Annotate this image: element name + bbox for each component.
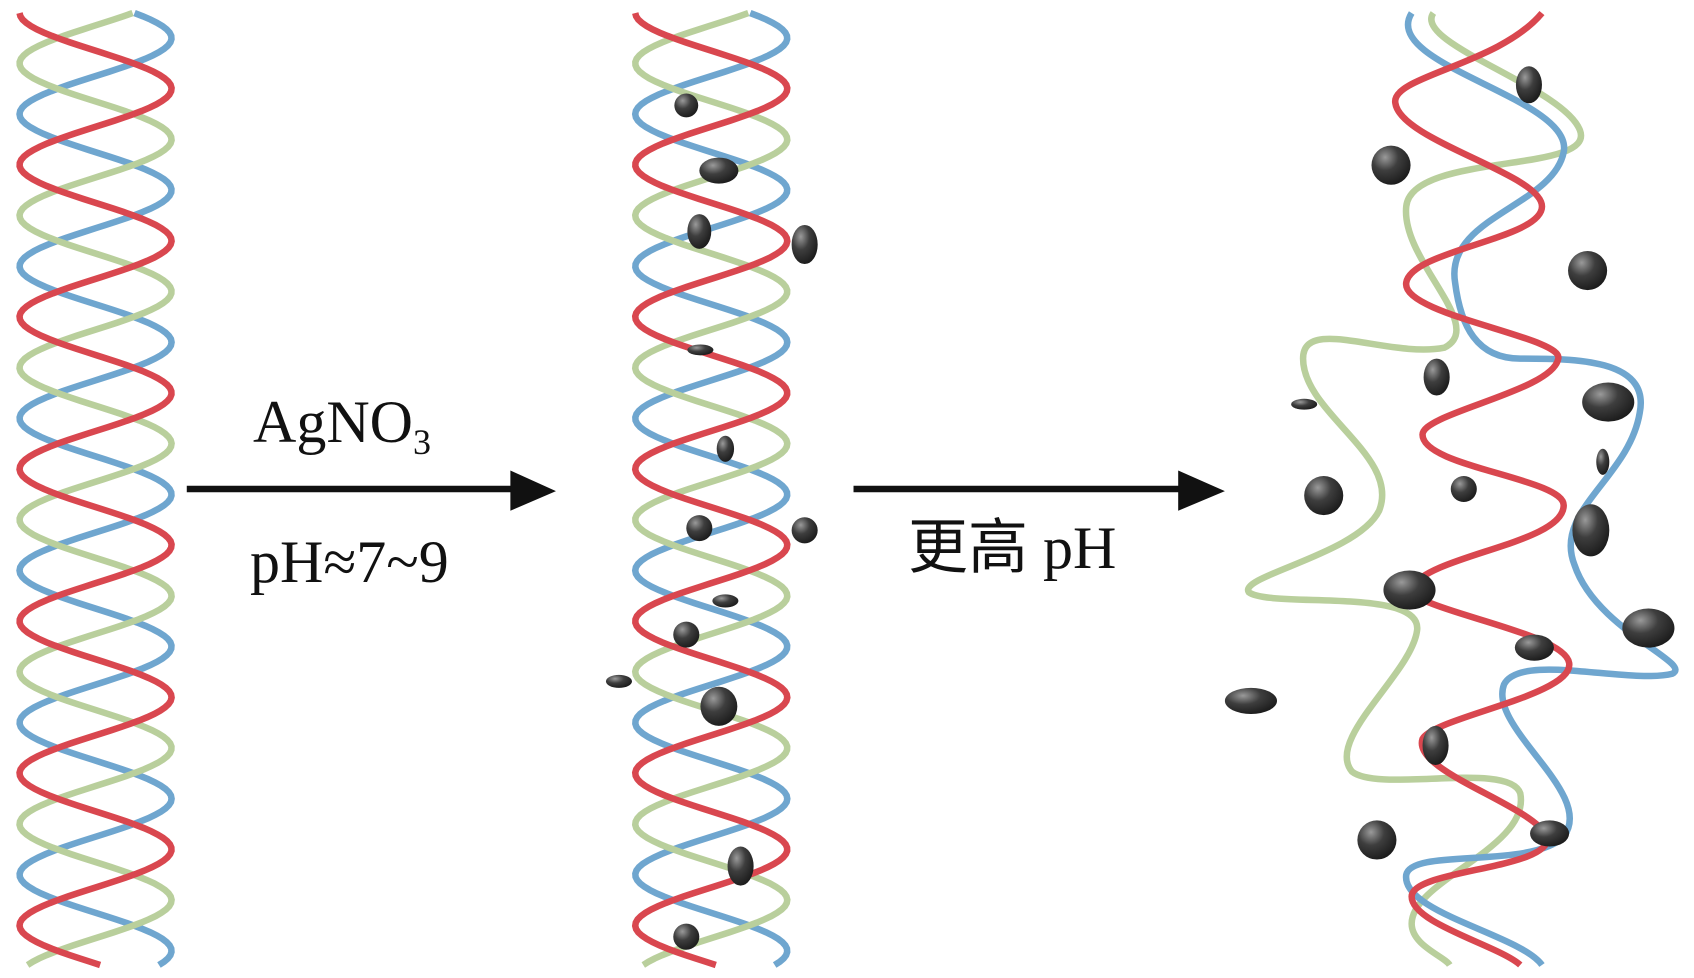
silver-particle: [791, 517, 818, 544]
silver-particle: [700, 686, 738, 726]
silver-particle: [1572, 504, 1610, 557]
silver-particle: [1450, 475, 1477, 503]
red-strand: [631, 12, 791, 969]
silver-particle: [1514, 634, 1554, 661]
silver-particle: [674, 93, 699, 118]
arrow-2: [853, 470, 1225, 511]
green-strand: [1245, 11, 1585, 968]
silver-particle: [1423, 358, 1450, 396]
silver-particle: [673, 923, 700, 950]
silver-particles: [605, 66, 1675, 950]
green-strand: [16, 9, 175, 968]
silver-particle: [1422, 725, 1449, 766]
silver-particle: [1596, 448, 1610, 475]
silver-particle: [1622, 608, 1675, 648]
arrow-1: [186, 470, 556, 511]
intact-helix: [16, 9, 175, 969]
silver-particle: [1383, 570, 1436, 610]
condition-label-1: pH≈7~9: [250, 529, 449, 595]
silver-particle: [699, 157, 739, 184]
silver-particle: [791, 224, 818, 265]
silver-particle: [686, 515, 713, 542]
blue-strand: [16, 10, 175, 968]
silver-particle: [1582, 382, 1635, 422]
red-strand: [16, 12, 175, 969]
silver-particle: [1224, 687, 1278, 714]
silver-particle: [687, 344, 714, 356]
silver-particle: [1357, 820, 1397, 860]
helix-with-particles: [631, 9, 791, 969]
silver-particle: [712, 594, 739, 608]
blue-strand: [631, 10, 791, 968]
silver-particle: [1371, 145, 1411, 185]
silver-particle: [687, 214, 712, 249]
silver-particle: [1304, 475, 1344, 516]
silver-particle: [727, 846, 754, 886]
silver-particle: [1568, 251, 1608, 291]
reagent-label: AgNO3: [253, 389, 431, 462]
silver-particle: [673, 621, 700, 648]
silver-particle: [1530, 820, 1570, 847]
condition-label-2: 更高 pH: [908, 515, 1117, 581]
silver-particle: [1291, 398, 1318, 410]
silver-particle: [605, 674, 632, 688]
silver-particle: [1515, 66, 1542, 104]
blue-strand: [1402, 11, 1679, 968]
silver-particle: [716, 435, 735, 462]
